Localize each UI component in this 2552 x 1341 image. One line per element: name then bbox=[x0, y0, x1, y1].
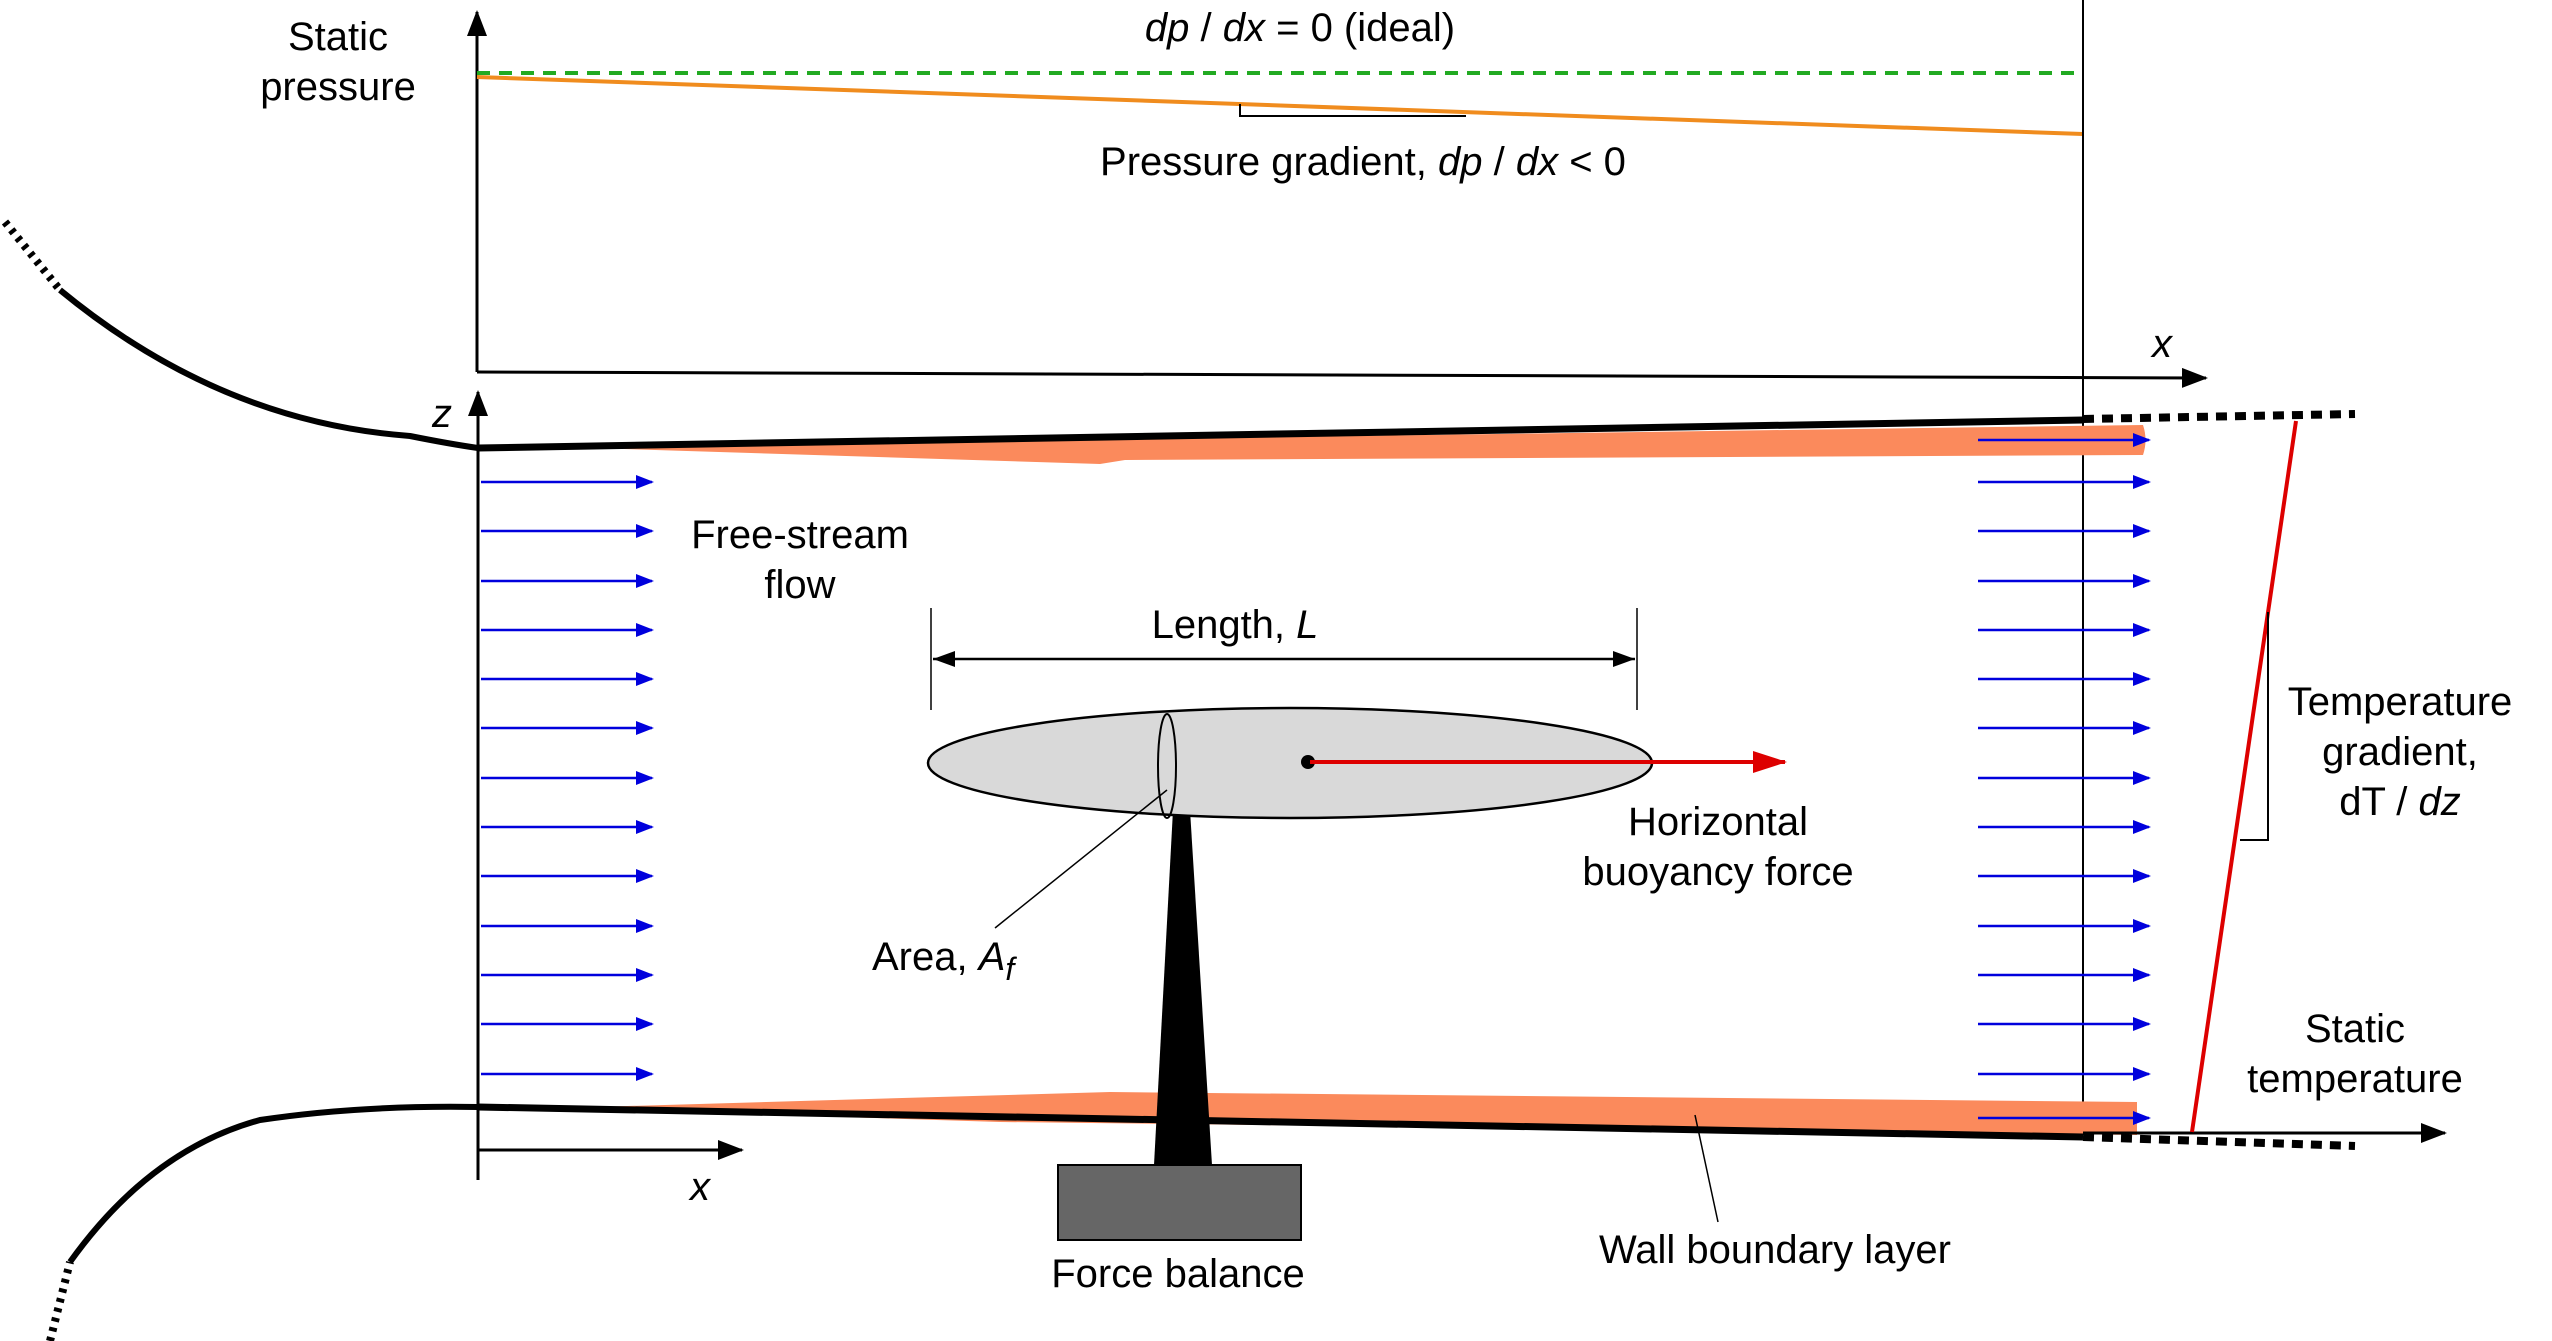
temperature-gradient-label-3: dT / dz bbox=[2339, 780, 2461, 824]
boundary-layer-label: Wall boundary layer bbox=[1599, 1228, 1951, 1272]
temperature-gradient-indicator bbox=[2240, 612, 2269, 841]
static-pressure-label-1: Static bbox=[288, 15, 388, 59]
force-balance-label: Force balance bbox=[1051, 1252, 1304, 1296]
bottom-boundary-layer bbox=[560, 1092, 2137, 1135]
tunnel-x-label: x bbox=[688, 1165, 712, 1209]
area-leader-line bbox=[994, 789, 1168, 929]
top-outlet-dashed bbox=[2082, 410, 2356, 423]
bottom-inlet-dashed bbox=[46, 1261, 74, 1341]
inlet-flow-profile bbox=[481, 475, 654, 1081]
top-boundary-layer bbox=[560, 425, 2146, 464]
bottom-wall-contraction bbox=[67, 1103, 479, 1264]
freestream-label-1: Free-stream bbox=[691, 513, 909, 557]
temperature-plot: Temperature gradient, dT / dz Static tem… bbox=[2083, 420, 2513, 1143]
top-wall-plate bbox=[477, 416, 2084, 452]
boundary-layer-leader bbox=[1694, 1114, 1719, 1223]
temperature-profile-line bbox=[2190, 420, 2298, 1133]
slope-indicator bbox=[1239, 104, 1466, 117]
pressure-gradient-label: Pressure gradient, dp / dx < 0 bbox=[1100, 140, 1626, 184]
top-wall-contraction bbox=[58, 287, 479, 451]
pressure-x-axis bbox=[476, 367, 2208, 388]
frontal-area-section bbox=[1157, 713, 1177, 819]
force-balance-box bbox=[1057, 1164, 1302, 1241]
outlet-flow-profile bbox=[1978, 433, 2151, 1125]
ideal-pressure-label: dp / dx = 0 (ideal) bbox=[1145, 6, 1455, 50]
temperature-gradient-label-2: gradient, bbox=[2322, 730, 2478, 774]
top-inlet-dashed bbox=[1, 219, 64, 293]
pressure-plot: Static pressure x dp / dx = 0 (ideal) Pr… bbox=[260, 0, 2208, 1135]
static-temperature-label-1: Static bbox=[2305, 1007, 2405, 1051]
static-pressure-label-2: pressure bbox=[260, 65, 416, 109]
z-axis-label: z bbox=[431, 392, 452, 436]
buoyancy-label-2: buoyancy force bbox=[1582, 850, 1853, 894]
centroid-dot bbox=[1301, 755, 1315, 769]
area-label: Area, Af bbox=[872, 935, 1017, 987]
buoyancy-label-1: Horizontal bbox=[1628, 800, 1808, 844]
static-temperature-label-2: temperature bbox=[2247, 1057, 2463, 1101]
length-label: Length, L bbox=[1152, 603, 1319, 647]
pressure-x-label: x bbox=[2150, 322, 2174, 366]
pressure-gradient-line bbox=[476, 75, 2084, 136]
bottom-outlet-dashed bbox=[2082, 1133, 2356, 1150]
freestream-label-2: flow bbox=[764, 563, 835, 607]
bottom-wall-plate bbox=[477, 1103, 2084, 1141]
support-strut bbox=[1154, 810, 1212, 1165]
tunnel: z x Free-stream flow Length, L Force bal… bbox=[1, 219, 2356, 1341]
temperature-gradient-label-1: Temperature bbox=[2288, 680, 2513, 724]
